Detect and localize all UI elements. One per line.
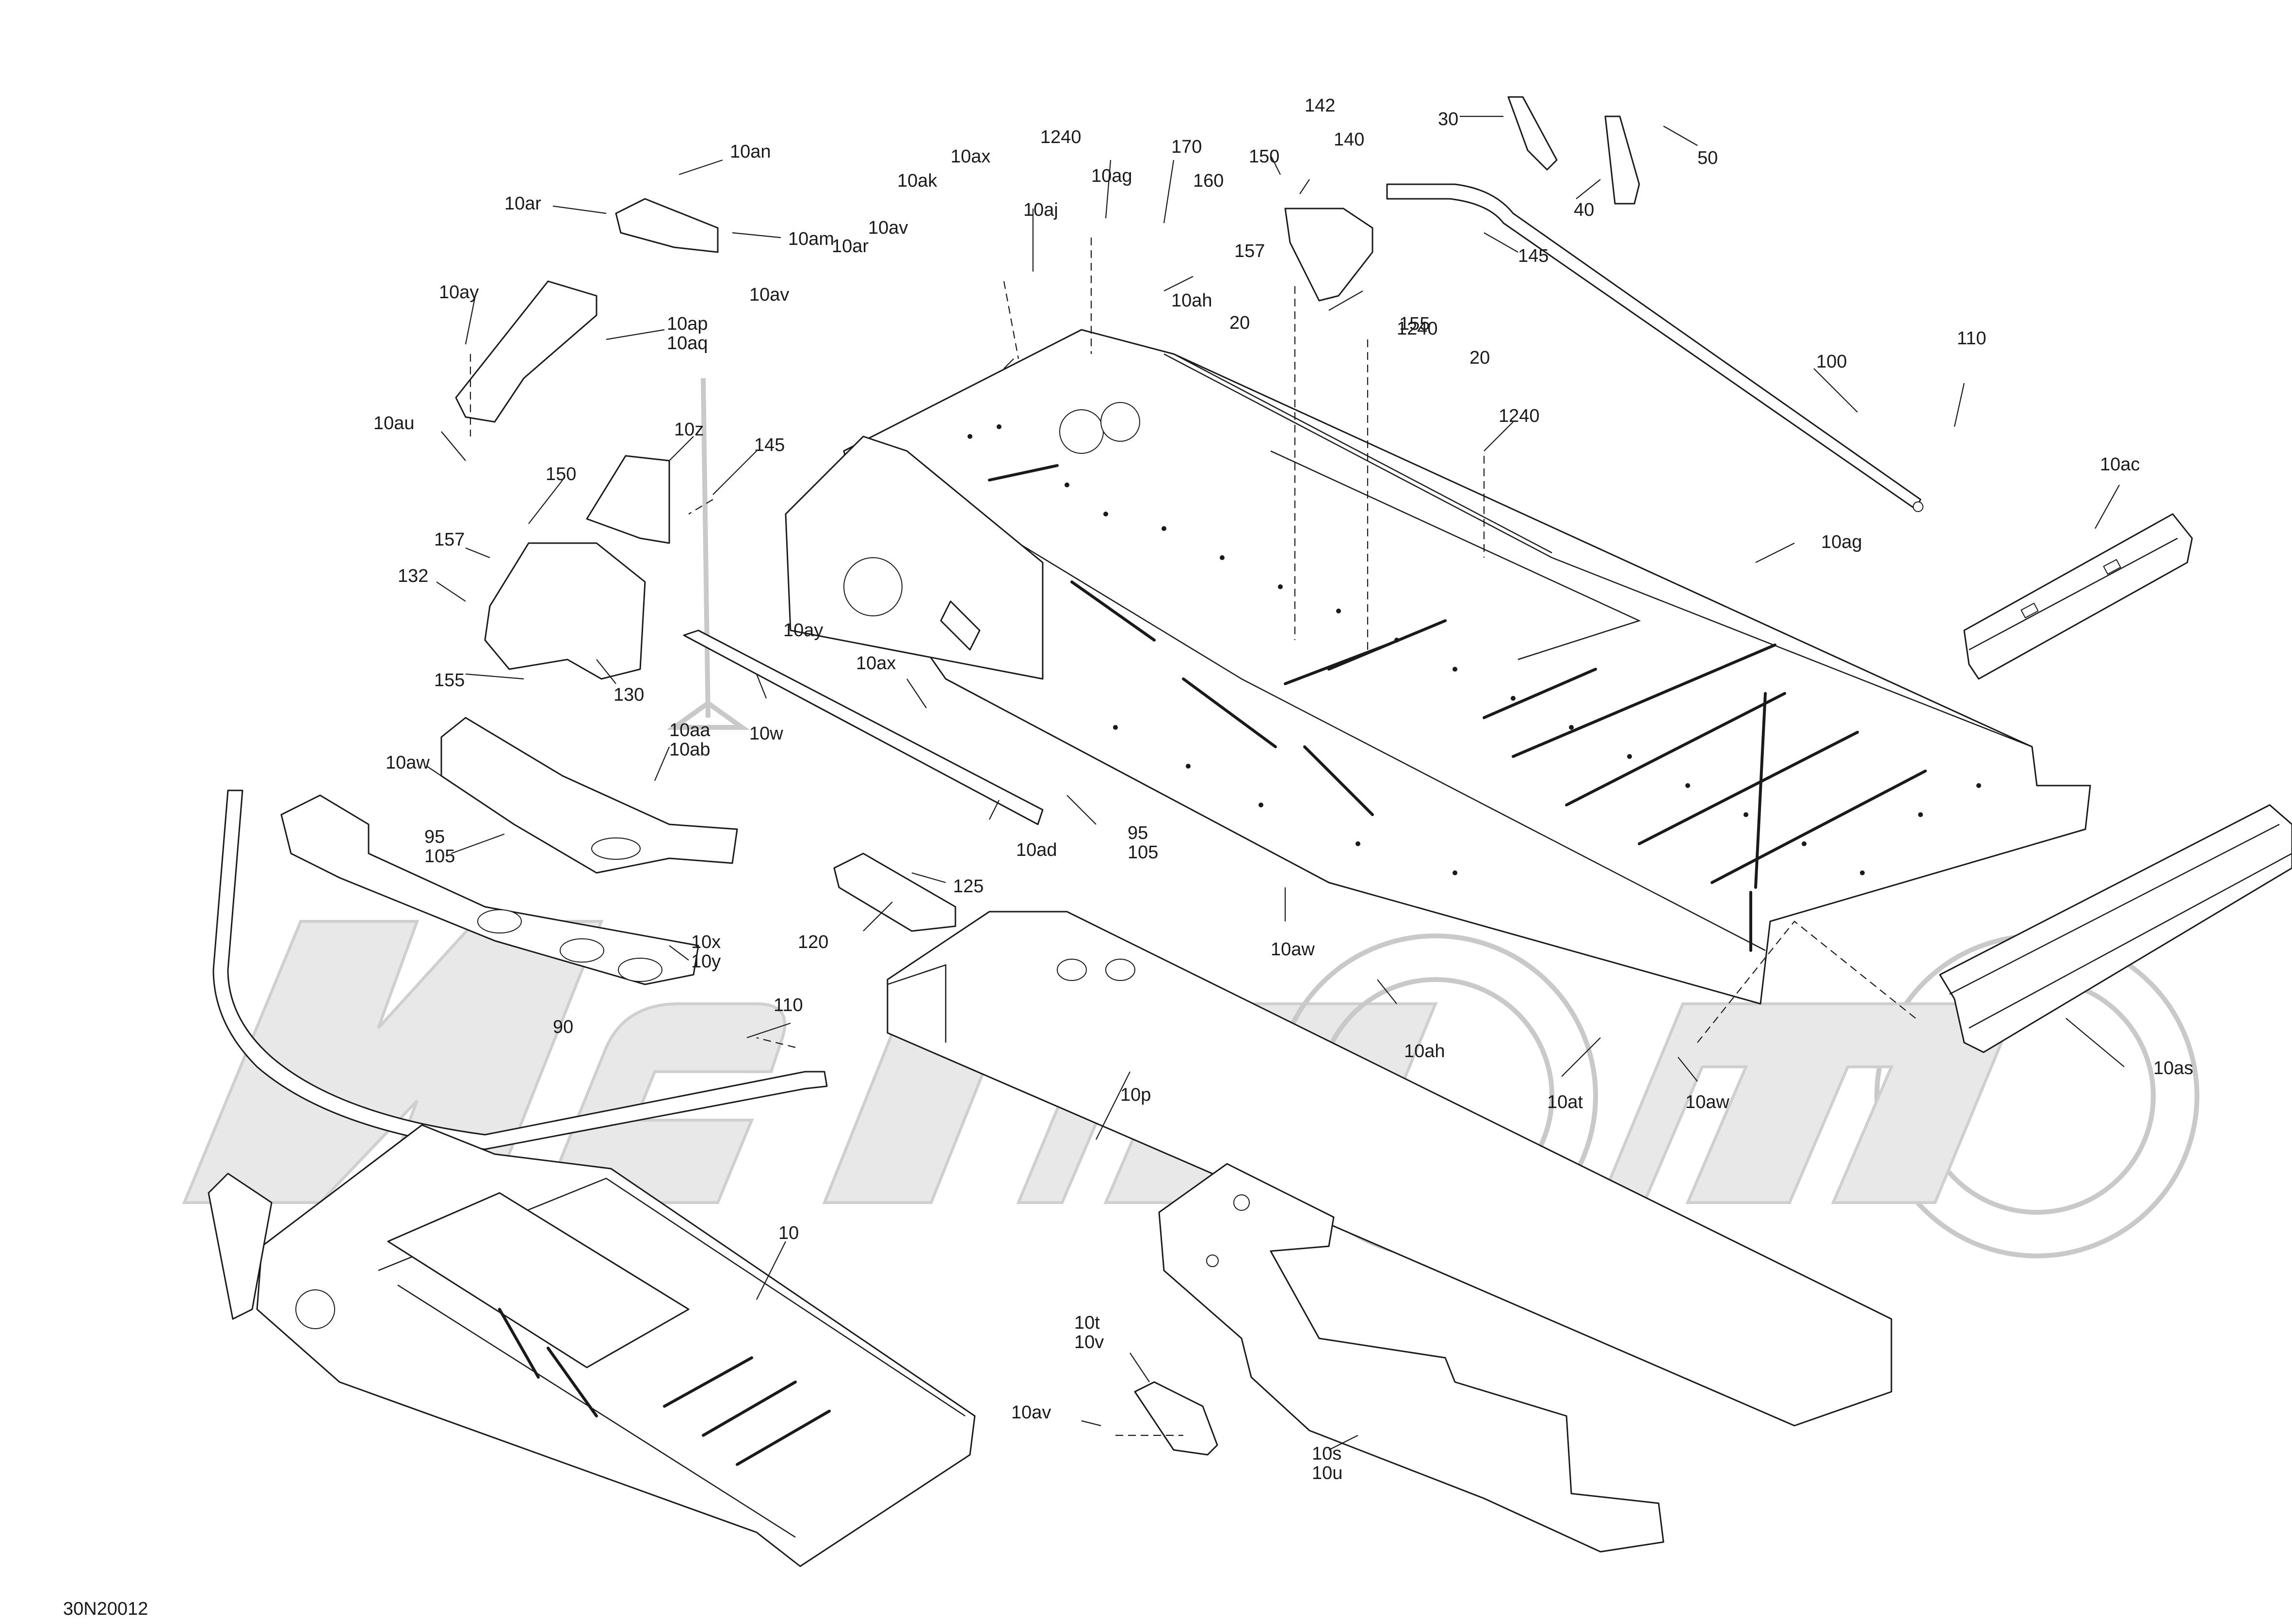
- callout-10at: 10at: [1547, 1092, 1583, 1112]
- callout-10v: 10v: [1074, 1332, 1104, 1352]
- plate-10x: [280, 794, 699, 985]
- callout-140: 140: [1334, 129, 1364, 150]
- callout-157-left: 157: [434, 530, 465, 550]
- bracket-10am: [615, 198, 719, 253]
- callout-10ax-mid: 10ax: [856, 653, 896, 674]
- bracket-10t: [1134, 1381, 1218, 1456]
- callout-100: 100: [1816, 352, 1847, 372]
- callout-110-left: 110: [774, 995, 803, 1015]
- callout-1240-top: 1240: [1040, 127, 1081, 147]
- bracket-10aa: [440, 717, 738, 874]
- callout-145-left: 145: [754, 435, 785, 455]
- callout-10u: 10u: [1312, 1463, 1342, 1483]
- callout-30: 30: [1438, 109, 1458, 129]
- callout-10: 10: [778, 1223, 799, 1243]
- callout-10ag-right: 10ag: [1821, 532, 1862, 552]
- bracket-140: [1284, 208, 1373, 302]
- bar-90: [212, 789, 828, 1150]
- callout-130: 130: [613, 685, 644, 705]
- diagram-code: 30N20012: [63, 1599, 148, 1619]
- tunnel-complete-10: [208, 1124, 976, 1567]
- callout-10av-b: 10av: [749, 285, 789, 305]
- callout-10aw-mid: 10aw: [1271, 939, 1315, 960]
- callout-10av-bot: 10av: [1011, 1402, 1051, 1423]
- callout-150-right: 150: [1249, 146, 1279, 167]
- callout-155-right: 155: [1399, 314, 1430, 334]
- callout-10aq: 10aq: [667, 333, 708, 354]
- tunnel-fastener-dots: [968, 424, 1981, 875]
- callout-10am: 10am: [788, 229, 834, 249]
- callout-10ah-bot: 10ah: [1404, 1041, 1445, 1061]
- bracket-40: [1604, 115, 1640, 205]
- guard-130: [484, 542, 646, 680]
- callout-142: 142: [1305, 96, 1335, 116]
- callout-105-mid: 105: [1128, 842, 1158, 863]
- callout-120: 120: [798, 932, 828, 952]
- callout-145-right: 145: [1518, 246, 1549, 266]
- bracket-30: [1507, 96, 1558, 171]
- callout-10aa: 10aa: [669, 720, 710, 740]
- panel-10s: [1158, 1163, 1664, 1553]
- tunnel-side-plate: [785, 435, 1044, 680]
- callout-10w: 10w: [749, 724, 783, 744]
- callout-157-right: 157: [1234, 241, 1265, 261]
- callout-10ap: 10ap: [667, 314, 708, 334]
- callout-10aw-left: 10aw: [386, 753, 430, 773]
- callout-10y: 10y: [691, 951, 721, 972]
- callout-10ak: 10ak: [897, 171, 937, 191]
- callout-10au: 10au: [373, 413, 415, 434]
- callout-10ay-mid: 10ay: [783, 620, 823, 641]
- callout-10ar: 10ar: [504, 193, 541, 214]
- callout-170: 170: [1171, 137, 1202, 157]
- callout-125: 125: [953, 876, 984, 897]
- callout-10as: 10as: [2153, 1058, 2193, 1078]
- callout-150-left: 150: [546, 464, 576, 484]
- callout-95-mid: 95: [1128, 823, 1148, 843]
- callout-10av-a: 10av: [868, 218, 908, 238]
- callout-160: 160: [1193, 171, 1224, 191]
- callout-labels: 10an 10ar 10am 10ay 10ap 10aq 10au 10z 1…: [373, 96, 2193, 1483]
- callout-10an: 10an: [730, 142, 771, 162]
- callout-10ag-top: 10ag: [1091, 166, 1132, 186]
- callout-50: 50: [1697, 148, 1718, 168]
- callout-40: 40: [1574, 200, 1594, 220]
- cover-10p: [887, 911, 1892, 1427]
- callout-10s: 10s: [1312, 1444, 1341, 1464]
- assembly-dashed-lines: [469, 238, 1916, 1436]
- callout-110-right: 110: [1957, 328, 1986, 349]
- callout-10ay: 10ay: [439, 282, 479, 303]
- callout-95-left: 95: [424, 827, 445, 847]
- callout-1240-right: 1240: [1499, 406, 1540, 426]
- callout-10ax-top: 10ax: [951, 146, 990, 167]
- callout-10x: 10x: [691, 932, 721, 952]
- rail-10ac: [1963, 513, 2193, 680]
- callout-10z: 10z: [674, 419, 704, 440]
- callout-10ad: 10ad: [1016, 840, 1057, 860]
- callout-10aj: 10aj: [1023, 200, 1058, 220]
- callout-90: 90: [553, 1017, 573, 1037]
- callout-10ah-top: 10ah: [1171, 290, 1212, 311]
- leader-lines: [426, 115, 2125, 1450]
- callout-1240-mid: 1240: [1397, 319, 1438, 339]
- bracket-120: [833, 852, 956, 932]
- callout-10t: 10t: [1074, 1313, 1100, 1333]
- callout-10ar-mid: 10ar: [832, 236, 869, 257]
- callout-132: 132: [398, 566, 428, 586]
- callout-20-a: 20: [1229, 313, 1250, 333]
- callout-105-left: 105: [424, 846, 455, 867]
- callout-155-left: 155: [434, 670, 465, 691]
- bracket-10z: [586, 455, 670, 544]
- callout-10p: 10p: [1120, 1085, 1151, 1105]
- strip-10w: [683, 629, 1044, 825]
- callout-10ac: 10ac: [2100, 454, 2140, 475]
- rail-10as: [1939, 804, 2292, 1053]
- callout-10ab: 10ab: [669, 740, 710, 760]
- callout-10aw-right: 10aw: [1685, 1092, 1729, 1112]
- bar-100: [1386, 183, 1923, 512]
- callout-20-b: 20: [1469, 348, 1490, 368]
